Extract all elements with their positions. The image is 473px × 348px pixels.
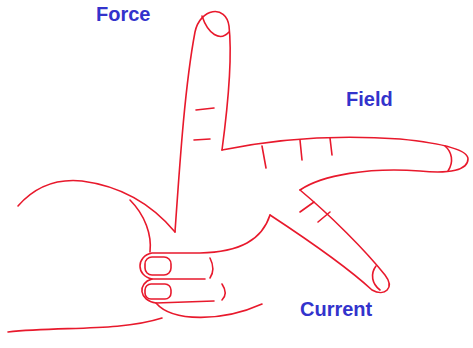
axis-label-holder: Force <box>96 3 150 26</box>
axis-label: Current <box>300 298 372 320</box>
finger-crease <box>300 202 330 222</box>
axis-label-holder: Field <box>346 88 393 111</box>
axis-label: Force <box>96 3 150 25</box>
finger-crease <box>262 138 332 168</box>
finger-crease <box>210 258 225 300</box>
finger-outline <box>270 190 389 292</box>
axis-label: Field <box>346 88 393 110</box>
curled-finger <box>156 303 262 317</box>
finger-outline <box>175 12 230 232</box>
fingernail <box>202 16 229 36</box>
palm-outline <box>18 181 175 232</box>
curled-finger <box>142 279 214 303</box>
fingernail <box>145 257 171 275</box>
wrist-outline <box>8 318 162 332</box>
axis-label-holder: Current <box>300 298 372 321</box>
palm-crease <box>130 200 150 252</box>
curled-finger <box>140 215 270 279</box>
finger-crease <box>194 108 214 140</box>
fingernail <box>145 284 171 299</box>
fingernail <box>373 266 380 290</box>
fingernail <box>445 146 452 171</box>
finger-outline <box>222 137 468 190</box>
